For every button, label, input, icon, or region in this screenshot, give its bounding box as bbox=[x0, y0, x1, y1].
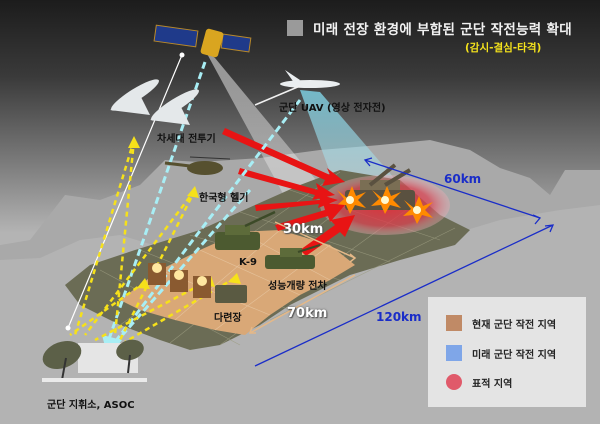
legend: 현재 군단 작전 지역 미래 군단 작전 지역 표적 지역 bbox=[428, 297, 586, 407]
distance-120km: 120km bbox=[376, 310, 422, 324]
k9-label: K-9 bbox=[239, 257, 257, 268]
distance-30km: 30km bbox=[283, 222, 324, 237]
title-bullet-icon bbox=[287, 20, 303, 36]
mlrs-label: 다련장 bbox=[214, 313, 242, 324]
page-title: 미래 전장 환경에 부합된 군단 작전능력 확대 bbox=[313, 22, 572, 38]
command-post-icon bbox=[42, 339, 147, 382]
satellite-icon bbox=[153, 24, 252, 58]
uav-beam bbox=[300, 90, 400, 200]
helicopter-label: 한국형 헬기 bbox=[199, 193, 249, 204]
target-zone-swatch-icon bbox=[446, 374, 462, 390]
current-zone-swatch-icon bbox=[446, 315, 462, 331]
distance-70km: 70km bbox=[287, 306, 328, 321]
uav-icon bbox=[254, 70, 340, 106]
strike-arrows bbox=[222, 128, 355, 256]
tank-label: 성능개량 전차 bbox=[268, 281, 327, 292]
fighter-jets-icon bbox=[110, 79, 199, 125]
k9-howitzer-icon bbox=[215, 210, 276, 250]
comm-line bbox=[67, 54, 183, 329]
fighter-label: 차세대 전투기 bbox=[157, 134, 216, 145]
uav-label: 군단 UAV (영상 전자전) bbox=[279, 103, 386, 114]
page-subtitle: (감시-결심-타격) bbox=[465, 42, 542, 54]
tank-icon bbox=[265, 244, 321, 269]
helicopter-icon bbox=[164, 156, 231, 175]
legend-item-current-zone: 현재 군단 작전 지역 bbox=[446, 315, 556, 331]
mlrs-launcher-icon bbox=[148, 263, 247, 303]
explosion-icon bbox=[336, 186, 433, 224]
legend-item-target-zone: 표적 지역 bbox=[446, 374, 512, 390]
legend-item-future-zone: 미래 군단 작전 지역 bbox=[446, 345, 556, 361]
satellite-uav-links bbox=[106, 61, 302, 343]
future-zone-arrows bbox=[254, 157, 555, 367]
header: 미래 전장 환경에 부합된 군단 작전능력 확대 bbox=[287, 18, 572, 38]
command-post-label: 군단 지휘소, ASOC bbox=[47, 400, 135, 411]
current-zone-arrows bbox=[248, 221, 357, 334]
distance-60km: 60km bbox=[444, 172, 482, 186]
future-zone-swatch-icon bbox=[446, 345, 462, 361]
